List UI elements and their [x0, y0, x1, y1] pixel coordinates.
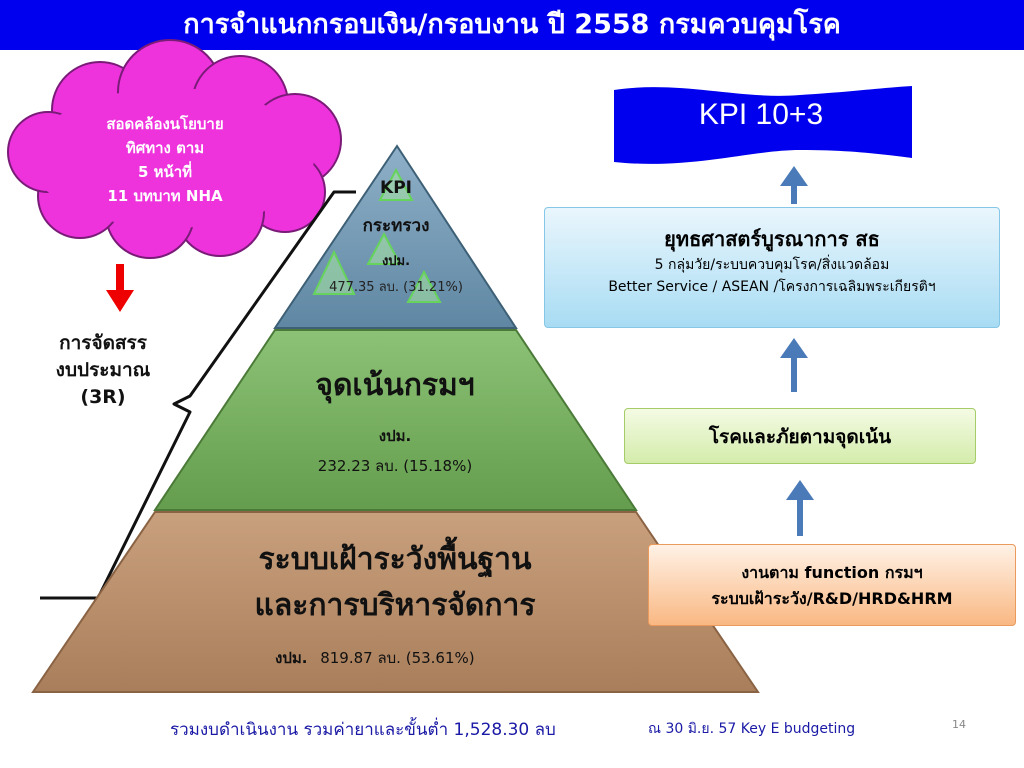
pyramid-middle-heading: จุดเน้นกรมฯ — [315, 368, 475, 403]
cloud-text: สอดคล้องนโยบาย ทิศทาง ตาม 5 หน้าที่ 11 บ… — [50, 112, 280, 208]
allocation-label: การจัดสรร งบประมาณ (3R) — [28, 330, 178, 411]
kpi-banner-shape — [614, 86, 912, 164]
allocation-line: การจัดสรร — [59, 332, 147, 354]
triangle-decoration-icons — [312, 167, 442, 303]
pyramid-middle-tier — [153, 329, 638, 511]
pyramid-top-budget-label: งปม. — [381, 254, 411, 269]
pyramid-bottom-tier — [31, 511, 760, 693]
cloud-shape — [7, 39, 342, 259]
strategy-box: ยุทธศาสตร์บูรณาการ สธ 5 กลุ่มวัย/ระบบควบ… — [544, 207, 1000, 328]
pyramid-bottom-heading-2: และการบริหารจัดการ — [254, 588, 536, 623]
cloud-line: 5 หน้าที่ — [137, 163, 193, 181]
allocation-line: (3R) — [80, 386, 126, 408]
footer-note: ณ 30 มิ.ย. 57 Key E budgeting — [648, 721, 856, 737]
cloud-line: สอดคล้องนโยบาย — [106, 115, 224, 133]
blue-up-arrow-icon-middle — [780, 338, 808, 392]
blue-up-arrow-icon-bottom — [786, 480, 814, 536]
strategy-title: ยุทธศาสตร์บูรณาการ สธ — [664, 227, 880, 251]
strategy-line-1: 5 กลุ่มวัย/ระบบควบคุมโรค/สิ่งแวดล้อม — [654, 257, 890, 273]
focus-box: โรคและภัยตามจุดเน้น — [624, 408, 976, 464]
pyramid-bottom-budget-value: 819.87 ลบ. (53.61%) — [320, 649, 475, 667]
cloud-line: ทิศทาง ตาม — [125, 139, 205, 157]
pyramid-top-kpi: KPI — [380, 178, 412, 198]
cloud-line: 11 บทบาท NHA — [107, 187, 223, 205]
function-line-2: ระบบเฝ้าระวัง/R&D/HRD&HRM — [711, 589, 953, 608]
pyramid-bottom-budget-label: งปม. — [275, 649, 308, 667]
function-box: งานตาม function กรมฯ ระบบเฝ้าระวัง/R&D/H… — [648, 544, 1016, 626]
blue-up-arrow-icon-top — [780, 166, 808, 204]
pyramid-bottom-heading-1: ระบบเฝ้าระวังพื้นฐาน — [258, 542, 532, 577]
pyramid-bottom-budget: งปม. 819.87 ลบ. (53.61%) — [275, 646, 475, 670]
function-line-1: งานตาม function กรมฯ — [741, 563, 923, 582]
red-down-arrow-icon — [106, 264, 134, 312]
pyramid-top-ministry: กระทรวง — [362, 216, 430, 236]
kpi-banner-label: KPI 10+3 — [698, 98, 824, 131]
pyramid-middle-budget-value: 232.23 ลบ. (15.18%) — [317, 457, 473, 475]
allocation-line: งบประมาณ — [55, 359, 151, 381]
pyramid-middle-budget-label: งปม. — [378, 427, 412, 445]
strategy-line-2: Better Service / ASEAN /โครงการเฉลิมพระเ… — [608, 279, 936, 295]
page-number: 14 — [952, 718, 966, 731]
pyramid-top-budget-value: 477.35 ลบ. (31.21%) — [329, 280, 463, 295]
footer-total: รวมงบดำเนินงาน รวมค่ายาและขั้นต่ำ 1,528.… — [170, 720, 556, 740]
